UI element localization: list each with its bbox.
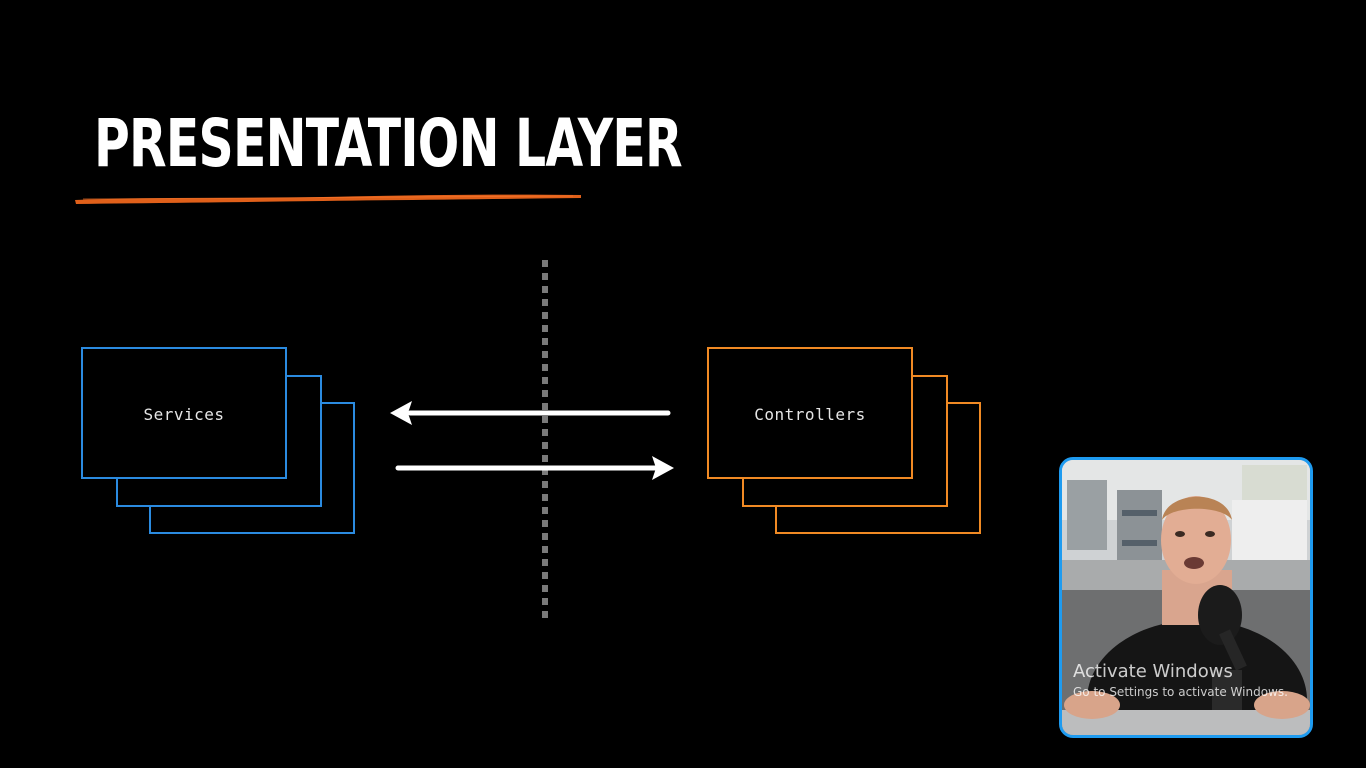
services-label: Services [143,405,225,424]
controllers-stack: Controllers [707,347,987,567]
services-card: Services [81,347,287,479]
slide-title: PRESENTATION LAYER [94,105,683,182]
title-underline [75,194,581,204]
arrow-to-services [390,401,671,425]
webcam-overlay [1059,457,1313,738]
controllers-label: Controllers [754,405,866,424]
services-stack: Services [81,347,361,567]
presenter-video [1062,460,1310,735]
arrow-to-controllers [395,456,674,480]
controllers-card: Controllers [707,347,913,479]
boundary-divider [542,260,548,622]
